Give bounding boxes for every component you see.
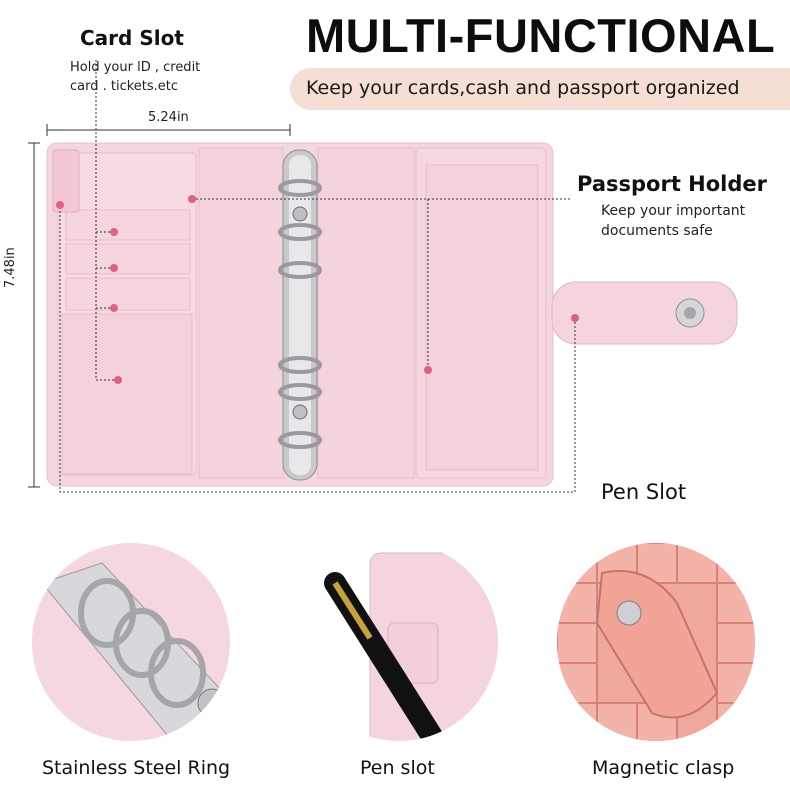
card-slot-title: Card Slot [80, 26, 184, 50]
marker-card-3 [110, 304, 118, 312]
pen-slot-label: Pen Slot [601, 480, 687, 504]
subtitle-banner: Keep your cards,cash and passport organi… [290, 68, 790, 110]
pen-closeup-illustration [300, 543, 498, 741]
card-slot-description-line1: Hold your lD , credit [70, 60, 201, 75]
marker-passport-left [188, 195, 196, 203]
feature-pen-image [300, 543, 498, 741]
callout-lines [59, 60, 576, 493]
marker-card-2 [110, 264, 118, 272]
marker-clasp [571, 314, 579, 322]
passport-holder-description-line1: Keep your important [601, 203, 746, 219]
marker-pen-loop [56, 201, 64, 209]
width-dimension-label: 5.24in [148, 110, 189, 125]
feature-clasp-image [557, 543, 755, 741]
width-dimension-line [46, 124, 291, 136]
caption-magnetic-clasp: Magnetic clasp [592, 757, 735, 779]
card-slot-description: Hold your lD , credit card . tickets.etc [70, 58, 240, 96]
height-dimension-line [28, 142, 40, 488]
passport-holder-title: Passport Holder [577, 172, 767, 196]
feature-ring-image [32, 543, 230, 741]
marker-cash-pocket [114, 376, 122, 384]
passport-holder-description-line2: documents safe [601, 223, 713, 239]
callout-markers [56, 195, 579, 384]
caption-stainless-steel-ring: Stainless Steel Ring [42, 757, 231, 779]
headline: MULTI-FUNCTIONAL [306, 9, 776, 62]
ring-closeup-illustration [32, 543, 230, 741]
magnetic-clasp [551, 281, 738, 345]
binder-illustration [28, 60, 738, 493]
passport-holder-description: Keep your important documents safe [601, 201, 781, 241]
ring-mechanism [278, 149, 322, 481]
subtitle-text: Keep your cards,cash and passport organi… [306, 77, 740, 99]
marker-card-1 [110, 228, 118, 236]
card-slot-description-line2: card . tickets.etc [70, 79, 179, 94]
clasp-closeup-illustration [557, 543, 755, 741]
caption-pen-slot: Pen slot [360, 757, 435, 779]
marker-passport-right [424, 366, 432, 374]
